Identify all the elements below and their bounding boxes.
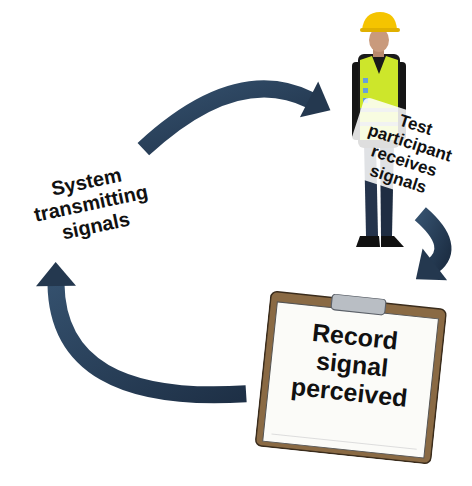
paper-line	[272, 434, 417, 449]
worker-shoe	[381, 236, 404, 247]
signal-device	[363, 88, 368, 93]
worker-shoe	[356, 236, 380, 247]
cycle-arrow	[36, 262, 246, 395]
clipboard-board	[255, 291, 446, 464]
step-text: Test participant receives signals	[340, 96, 472, 207]
hard-hat-brim	[360, 28, 400, 32]
arrow-shaft	[143, 89, 311, 149]
hard-hat	[362, 12, 397, 30]
cycle-arrow	[143, 82, 330, 150]
signal-device	[363, 78, 368, 83]
arrow-shaft	[56, 284, 246, 395]
arrow-head	[300, 82, 330, 118]
step-label: System transmitting signals	[11, 155, 172, 252]
step-text: System transmitting signals	[11, 155, 172, 252]
cycle-arrow	[416, 214, 447, 280]
arrow-head	[416, 249, 447, 281]
clipboard-box: Record signal perceived	[254, 287, 448, 465]
step-label: Test participant receives signals	[340, 96, 472, 207]
arrow-head	[36, 262, 76, 286]
step-text: Record signal perceived	[271, 314, 433, 414]
clipboard-clip	[331, 294, 386, 316]
clipboard-paper	[263, 302, 439, 458]
